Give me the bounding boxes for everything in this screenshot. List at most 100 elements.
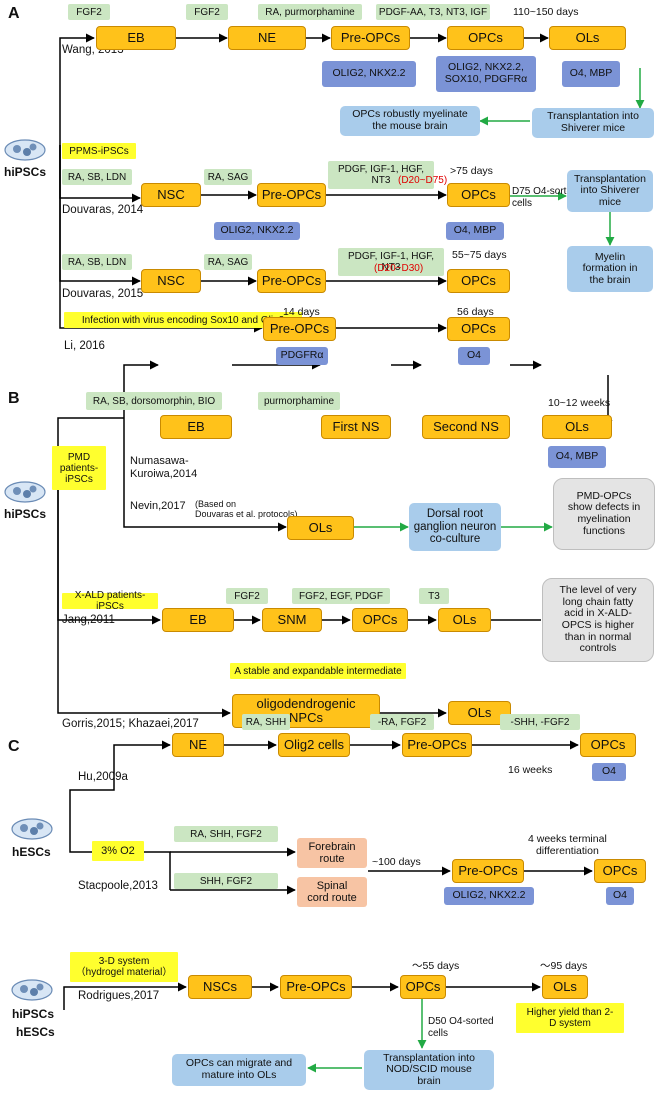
reference-label: Li, 2016 (64, 340, 105, 352)
reference-label: Douvaras, 2015 (62, 288, 144, 300)
sorted-cells-label: D75 O4-sorted cells (512, 186, 578, 209)
stage-ols: OLs (542, 415, 612, 439)
stage-second-ns: Second NS (422, 415, 510, 439)
panel-label-b: B (8, 390, 20, 407)
day-range-label: (D20~D75) (398, 175, 448, 186)
source-label: hiPSCs (4, 165, 47, 179)
duration-label: 14 days (283, 306, 320, 318)
condition-label: FGF2 (186, 4, 228, 20)
condition-text: PDGF, IGF-1, HGF, NT3 (347, 251, 435, 273)
stage-opcs: OPCs (580, 733, 636, 757)
stage-eb: EB (162, 608, 234, 632)
stage-pre-opcs: Pre-OPCs (280, 975, 352, 999)
duration-label: 55~75 days (452, 249, 507, 261)
duration-label: >75 days (450, 165, 493, 177)
marker-label: OLIG2, NKX2.2 (214, 222, 300, 240)
reference-label: Rodrigues,2017 (78, 990, 160, 1002)
condition-label: T3 (419, 588, 449, 604)
condition-label: RA, SAG (204, 254, 252, 270)
condition-label: RA, SHH (242, 714, 290, 730)
result-box: OPCs robustly myelinate the mouse brain (340, 106, 480, 136)
stage-opcs: OPCs (400, 975, 446, 999)
condition-text: PDGF, IGF-1, HGF, NT3 (337, 164, 425, 186)
sorted-cells-label: D50 O4-sorted cells (428, 1016, 494, 1039)
marker-label: O4, MBP (562, 61, 620, 87)
source-label: hESCs (16, 1025, 55, 1039)
stage-pre-opcs: Pre-OPCs (257, 269, 326, 293)
marker-label: PDGFRα (276, 347, 328, 365)
stage-ne: NE (172, 733, 224, 757)
source-label: hiPSCs (4, 507, 47, 521)
result-box: OPCs can migrate and mature into OLs (172, 1054, 306, 1086)
stage-snm: SNM (262, 608, 322, 632)
condition-label: SHH, FGF2 (174, 873, 278, 889)
reference-label: Hu,2009a (78, 771, 128, 783)
result-box: The level of very long chain fatty acid … (542, 578, 654, 662)
route-box: Spinal cord route (297, 877, 367, 907)
day-range-label: (D20~D30) (374, 263, 424, 274)
stage-nscs: NSCs (188, 975, 252, 999)
stage-pre-opcs: Pre-OPCs (402, 733, 472, 757)
condition-label: -RA, FGF2 (370, 714, 434, 730)
reference-label: Nevin,2017 (130, 500, 186, 513)
condition-label: RA, SHH, FGF2 (174, 826, 278, 842)
reference-note: (Based on Douvaras et al. protocols) (195, 499, 298, 520)
stage-ols: OLs (549, 26, 626, 50)
marker-label: OLIG2, NKX2.2 (444, 887, 534, 905)
panel-label-c: C (8, 738, 20, 755)
stage-eb: EB (96, 26, 176, 50)
result-tag: Higher yield than 2- D system (516, 1003, 624, 1033)
cell-source-tag: X-ALD patients-iPSCs (62, 590, 158, 612)
condition-label: RA, SB, dorsomorphin, BIO (86, 392, 222, 410)
petri-dish-icon (11, 818, 53, 840)
stage-ne: NE (228, 26, 306, 50)
transplant-box: Transplantation into Shiverer mice (567, 170, 653, 212)
result-box: PMD-OPCs show defects in myelination fun… (553, 478, 655, 550)
cell-source-tag: PMD patients- iPSCs (52, 446, 106, 490)
stage-nsc: NSC (141, 269, 201, 293)
condition-label: FGF2 (68, 4, 110, 20)
coculture-box: Dorsal root ganglion neuron co-culture (409, 503, 501, 551)
result-box: Myelin formation in the brain (567, 246, 653, 292)
duration-label: 10~12 weeks (548, 397, 611, 409)
transplant-box: Transplantation into NOD/SCID mouse brai… (364, 1050, 494, 1090)
stage-opcs: OPCs (447, 269, 510, 293)
marker-label: O4 (458, 347, 490, 365)
panel-label-a: A (8, 5, 20, 22)
method-tag: 3-D system （hydrogel material） (70, 952, 178, 982)
stage-first-ns: First NS (321, 415, 391, 439)
stage-ols: OLs (438, 608, 491, 632)
reference-text: Nevin,2017 (130, 500, 186, 512)
method-tag: Infection with virus encoding Sox10 and … (64, 312, 302, 328)
petri-dish-icon (4, 139, 46, 161)
marker-label: O4 (606, 887, 634, 905)
reference-label: Stacpoole,2013 (78, 880, 158, 892)
marker-label: O4 (592, 763, 626, 781)
condition-label: purmorphamine (258, 392, 340, 410)
stage-opcs: OPCs (352, 608, 408, 632)
stage-pre-opcs: Pre-OPCs (452, 859, 524, 883)
reference-label: Douvaras, 2014 (62, 204, 144, 216)
duration-label: ~100 days (372, 856, 421, 868)
transplant-box: Transplantation into Shiverer mice (532, 108, 654, 138)
duration-label: 4 weeks terminal differentiation (528, 833, 607, 858)
condition-label: RA, SAG (204, 169, 252, 185)
reference-label: Numasawa- Kuroiwa,2014 (130, 455, 198, 480)
stage-pre-opcs: Pre-OPCs (257, 183, 326, 207)
marker-label: O4, MBP (548, 446, 606, 468)
source-label: hiPSCs (12, 1007, 55, 1021)
stage-opcs: OPCs (447, 26, 524, 50)
stage-ols: OLs (542, 975, 588, 999)
reference-label: Gorris,2015; Khazaei,2017 (62, 718, 199, 730)
stage-opcs: OPCs (447, 183, 510, 207)
condition-label: RA, SB, LDN (62, 254, 132, 270)
stage-eb: EB (160, 415, 232, 439)
condition-label: RA, SB, LDN (62, 169, 132, 185)
marker-label: OLIG2, NKX2.2 (322, 61, 416, 87)
stage-ols: OLs (287, 516, 354, 540)
stage-nsc: NSC (141, 183, 201, 207)
condition-tag: 3% O2 (92, 841, 144, 861)
reference-label: Jang,2011 (62, 614, 115, 626)
condition-label: PDGF, IGF-1, HGF, NT3 (338, 248, 444, 276)
stage-pre-opcs: Pre-OPCs (331, 26, 410, 50)
